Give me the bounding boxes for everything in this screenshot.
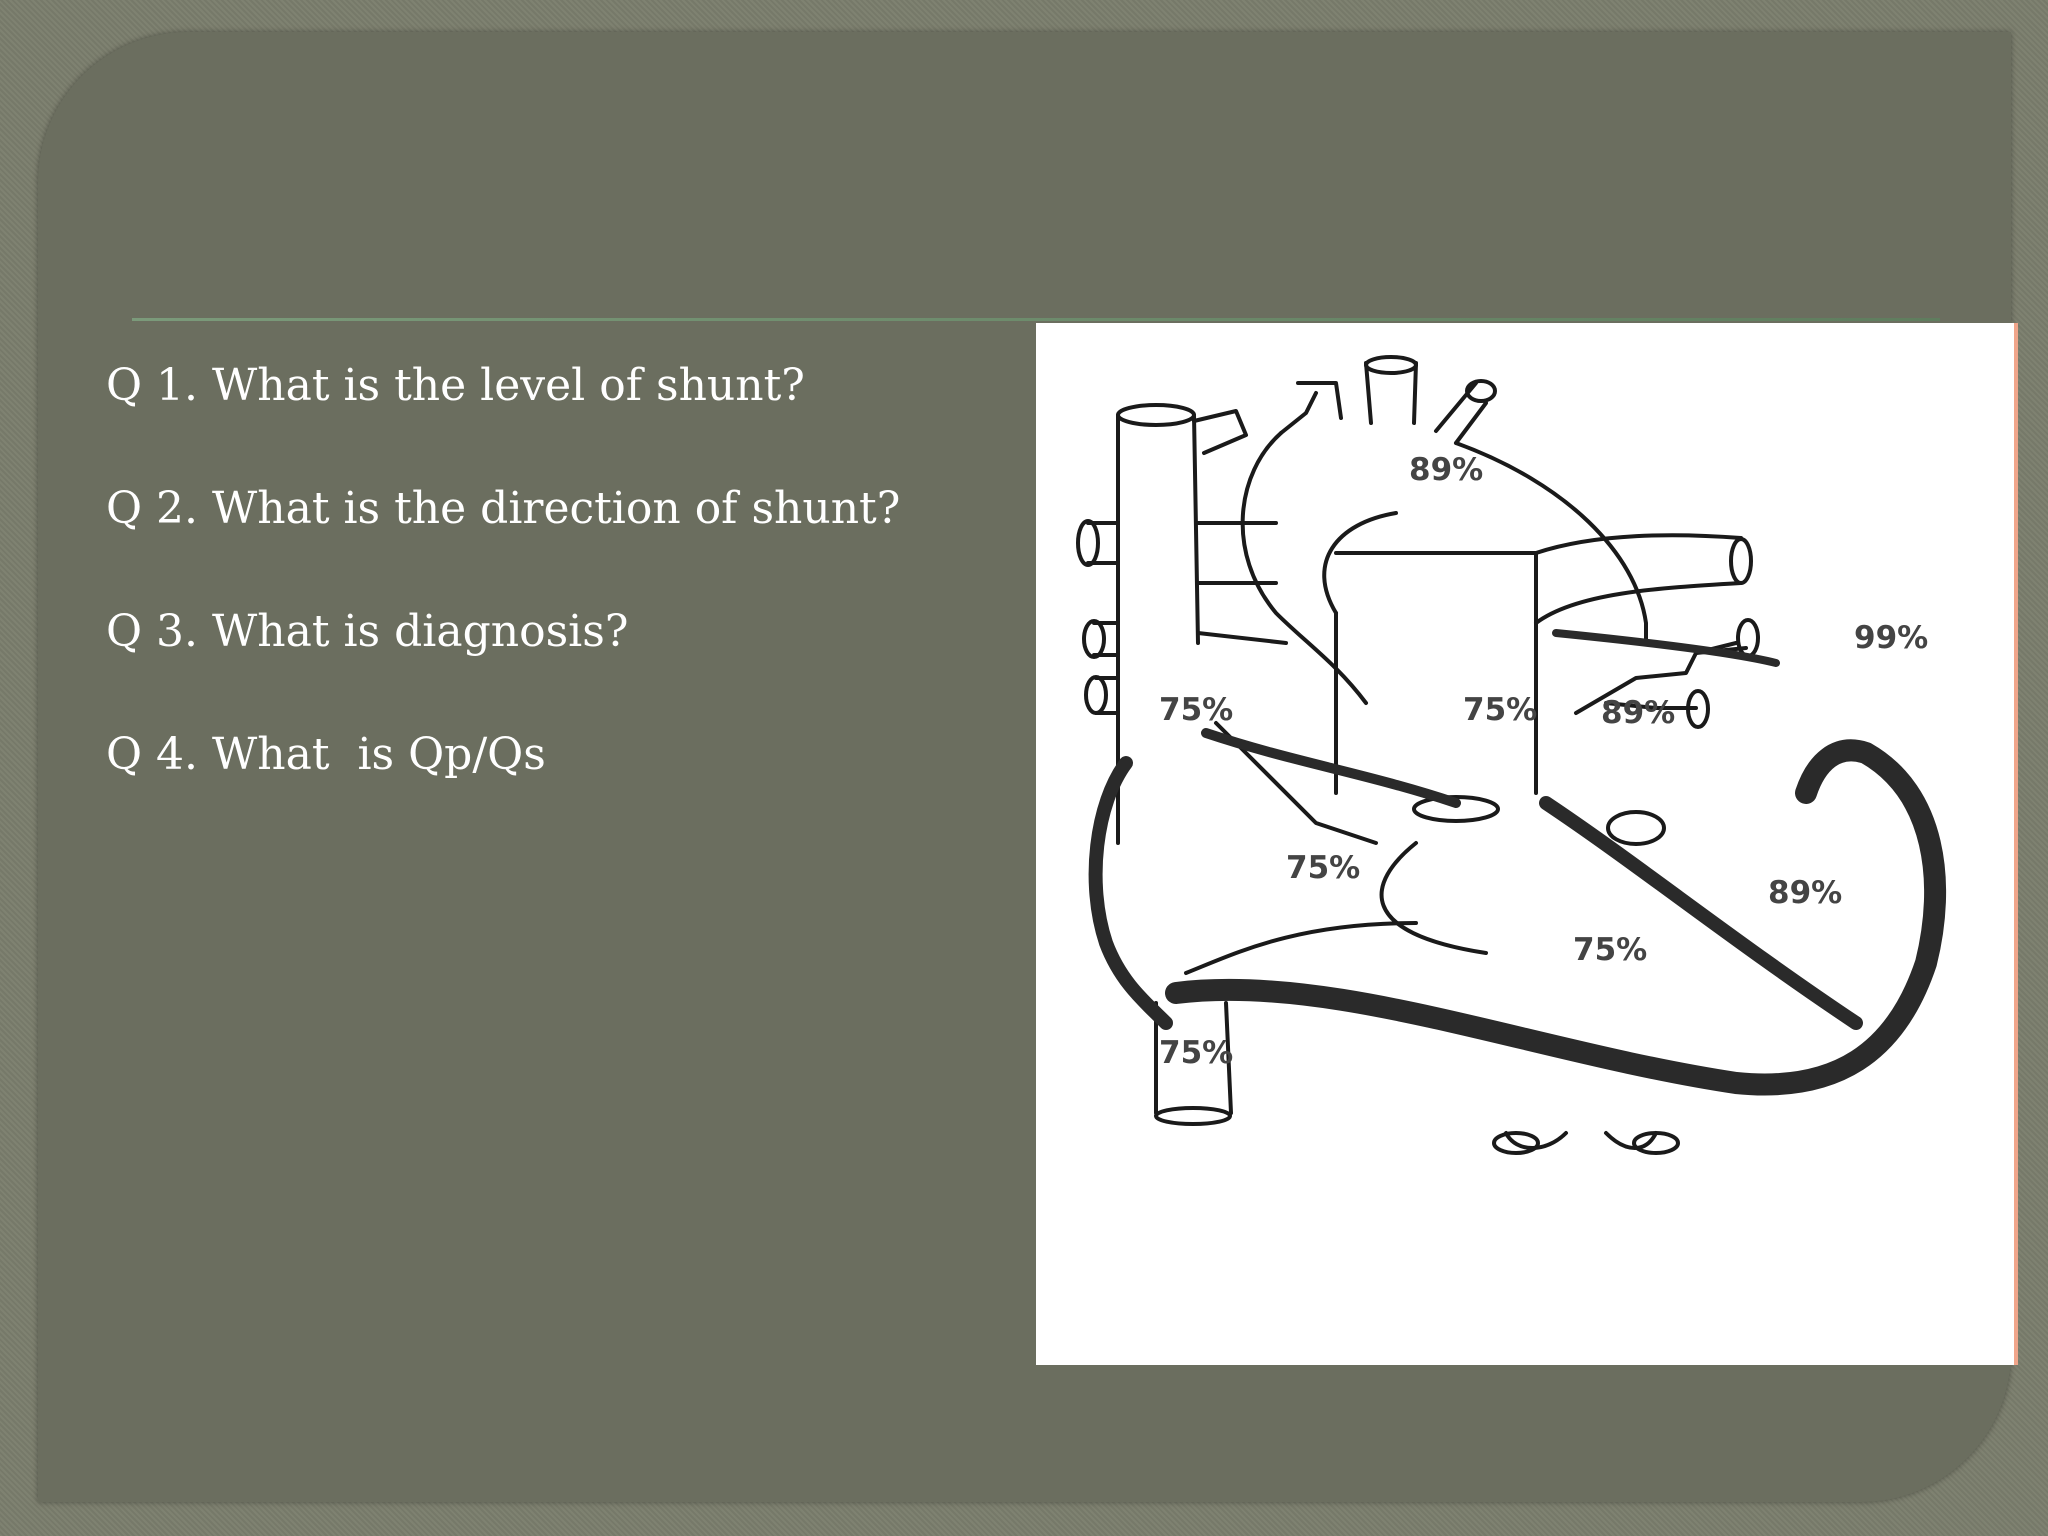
- heart-diagram-svg: 89% 99% 75% 75% 89% 75% 89% 75% 75%: [1076, 355, 1947, 1155]
- arch-branch-2: [1364, 361, 1418, 425]
- question-2: Q 2. What is the direction of shunt?: [106, 483, 901, 534]
- interventricular-septum: [1539, 796, 1863, 1030]
- left-atrium-saturation: 89%: [1601, 695, 1675, 731]
- question-3: Q 3. What is diagnosis?: [106, 606, 629, 657]
- interatrial-band: [1201, 728, 1461, 808]
- rpv-opening-1: [1076, 519, 1100, 567]
- iliac-right: [1632, 1131, 1680, 1155]
- right-ventricle-saturation: 75%: [1573, 932, 1647, 968]
- ivc-opening: [1154, 1106, 1232, 1126]
- pulmonary-trunk: [1334, 611, 1538, 795]
- ascending-aorta: [1240, 431, 1368, 705]
- question-list: Q 1. What is the level of shunt? Q 2. Wh…: [106, 350, 1006, 842]
- arch-branch-3-opening: [1465, 379, 1497, 403]
- svc-opening: [1116, 403, 1196, 427]
- svc-right-wall: [1192, 413, 1200, 645]
- left-pa: [1534, 533, 1743, 625]
- rpv-stub-1: [1086, 521, 1120, 565]
- pulmonary-valve: [1412, 795, 1500, 823]
- myocardium: [1088, 629, 1947, 1096]
- arch-branch-1: [1296, 381, 1343, 420]
- pulmonary-vein-saturation: 99%: [1854, 620, 1928, 656]
- pulmonary-vessel-lines: [1196, 521, 1288, 645]
- question-4: Q 4. What is Qp/Qs: [106, 729, 546, 780]
- rv-floor: [1184, 921, 1418, 975]
- pa-branches-top: [1334, 551, 1538, 625]
- lv-wall: [1165, 739, 1947, 1096]
- la-wall: [1552, 629, 1780, 667]
- iliac-left: [1492, 1131, 1540, 1155]
- left-pa-opening: [1729, 537, 1753, 585]
- arch-branch-2-opening: [1364, 355, 1418, 375]
- svc-saturation: 75%: [1159, 692, 1233, 728]
- descending-aorta-outer: [1454, 441, 1648, 645]
- question-1: Q 1. What is the level of shunt?: [106, 360, 805, 411]
- innominate-branch: [1192, 409, 1248, 455]
- arch-branch-3: [1434, 381, 1488, 445]
- lpv-stub-lower: [1604, 701, 1698, 710]
- pulmonary-artery-saturation: 75%: [1463, 692, 1537, 728]
- atrial-septum: [1214, 721, 1378, 845]
- arch-inner: [1322, 511, 1398, 615]
- mitral-valve: [1606, 810, 1666, 846]
- lpv-opening-upper: [1736, 618, 1760, 658]
- left-ventricle-saturation: 89%: [1768, 875, 1842, 911]
- title-divider: [132, 318, 1940, 321]
- ra-wall: [1088, 756, 1173, 1030]
- heart-outline: [1076, 355, 1760, 1155]
- lpv-opening-lower: [1686, 689, 1710, 729]
- arch-branch-left: [1279, 391, 1318, 435]
- rpv-opening-3: [1084, 675, 1108, 715]
- rpv-opening-2: [1082, 619, 1106, 659]
- right-atrium-saturation: 75%: [1286, 850, 1360, 886]
- heart-diagram: 89% 99% 75% 75% 89% 75% 89% 75% 75%: [1036, 323, 2018, 1365]
- aorta-saturation: 89%: [1409, 452, 1483, 488]
- tricuspid-leaflet: [1379, 841, 1488, 955]
- ivc-saturation: 75%: [1159, 1035, 1233, 1071]
